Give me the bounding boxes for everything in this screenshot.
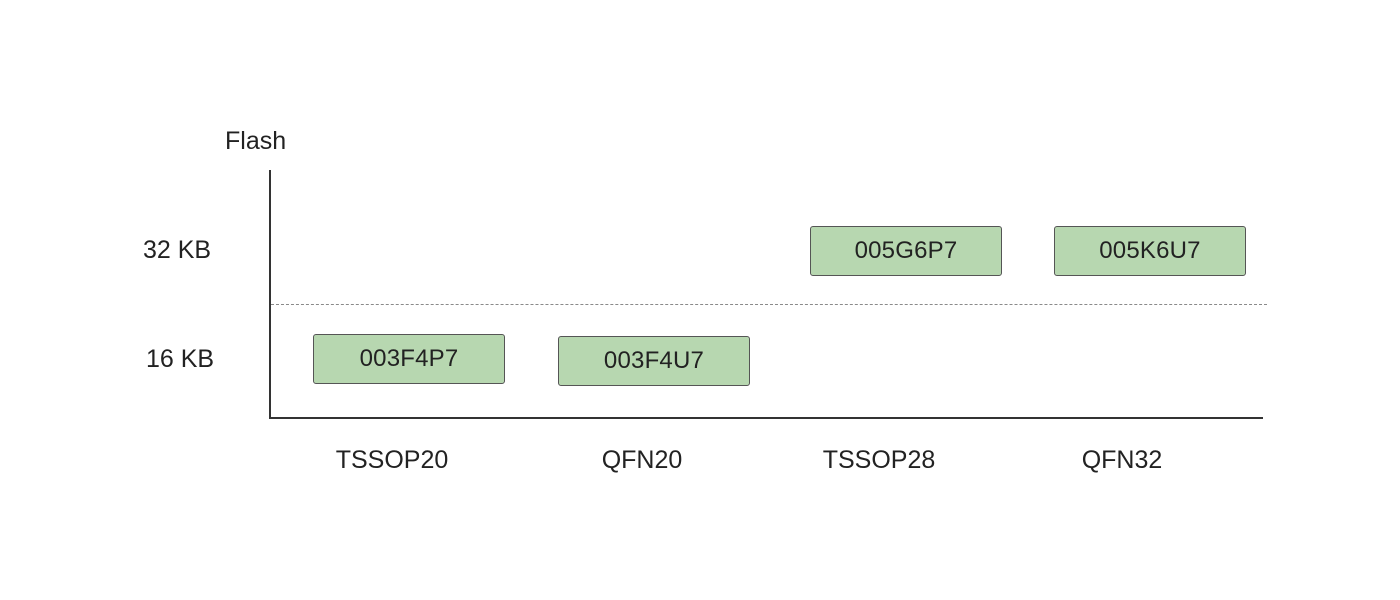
chip-005g6p7: 005G6P7 — [810, 226, 1002, 276]
x-label-qfn32: QFN32 — [1081, 446, 1163, 474]
flash-size-divider — [271, 304, 1267, 305]
x-label-qfn20: QFN20 — [601, 446, 683, 474]
y-axis-line — [269, 170, 271, 419]
chip-003f4p7: 003F4P7 — [313, 334, 505, 384]
x-axis-line — [269, 417, 1263, 419]
x-label-tssop28: TSSOP28 — [822, 446, 936, 474]
y-axis-title: Flash — [225, 127, 287, 155]
chip-005k6u7: 005K6U7 — [1054, 226, 1246, 276]
chip-003f4u7: 003F4U7 — [558, 336, 750, 386]
y-label-32kb: 32 KB — [142, 236, 212, 264]
x-label-tssop20: TSSOP20 — [335, 446, 449, 474]
y-label-16kb: 16 KB — [145, 345, 215, 373]
